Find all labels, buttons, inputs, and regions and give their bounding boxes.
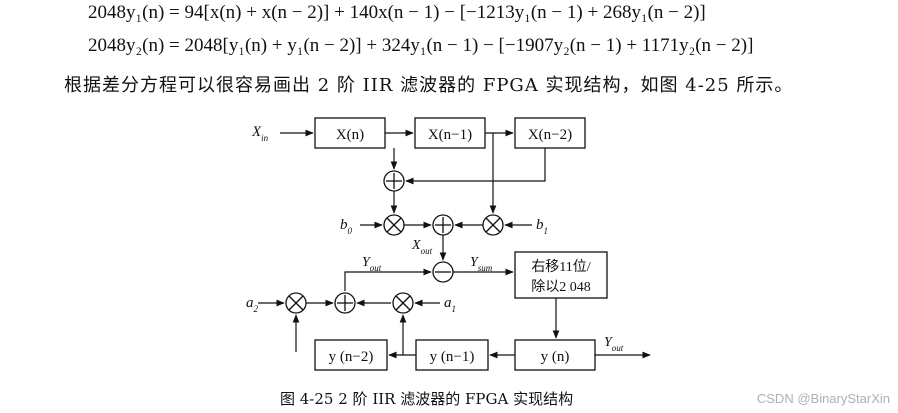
block-yn-label: y (n)	[541, 349, 570, 365]
label-b1: b1	[536, 217, 548, 236]
equation-1: 2048y₁(n) = 94[x(n) + x(n − 2)] + 140x(n…	[88, 2, 706, 23]
label-ysum: Ysum	[470, 255, 493, 273]
block-yn2-label: y (n−2)	[329, 349, 374, 365]
label-xout: Xout	[411, 238, 433, 256]
block-shift-line1: 右移11位/	[531, 259, 590, 275]
multiplier-a1	[392, 292, 414, 314]
paragraph-text: 根据差分方程可以很容易画出 2 阶 IIR 滤波器的 FPGA 实现结构，如图 …	[64, 75, 794, 96]
block-shift-line2: 除以2 048	[531, 279, 591, 295]
block-xn2-label: X(n−2)	[528, 127, 572, 143]
block-yn2	[314, 339, 388, 371]
block-xn-label: X(n)	[336, 127, 364, 143]
block-xn2	[514, 117, 586, 149]
label-xin: Xin	[251, 124, 269, 143]
label-yout-output: Yout	[604, 335, 624, 353]
block-yn1-label: y (n−1)	[430, 349, 475, 365]
label-b0: b0	[340, 217, 353, 236]
label-a2: a2	[246, 295, 259, 314]
block-shift	[514, 251, 608, 299]
block-xn1-label: X(n−1)	[428, 127, 472, 143]
figure-caption: 图 4-25 2 阶 IIR 滤波器的 FPGA 实现结构	[280, 390, 574, 408]
label-a1: a1	[444, 295, 456, 314]
label-yout-feedback: Yout	[362, 255, 382, 273]
adder-bottom	[334, 292, 356, 314]
equation-2: 2048y₂(n) = 2048[y₁(n) + y₁(n − 2)] + 32…	[88, 35, 754, 56]
watermark: CSDN @BinaryStarXin	[756, 391, 890, 406]
